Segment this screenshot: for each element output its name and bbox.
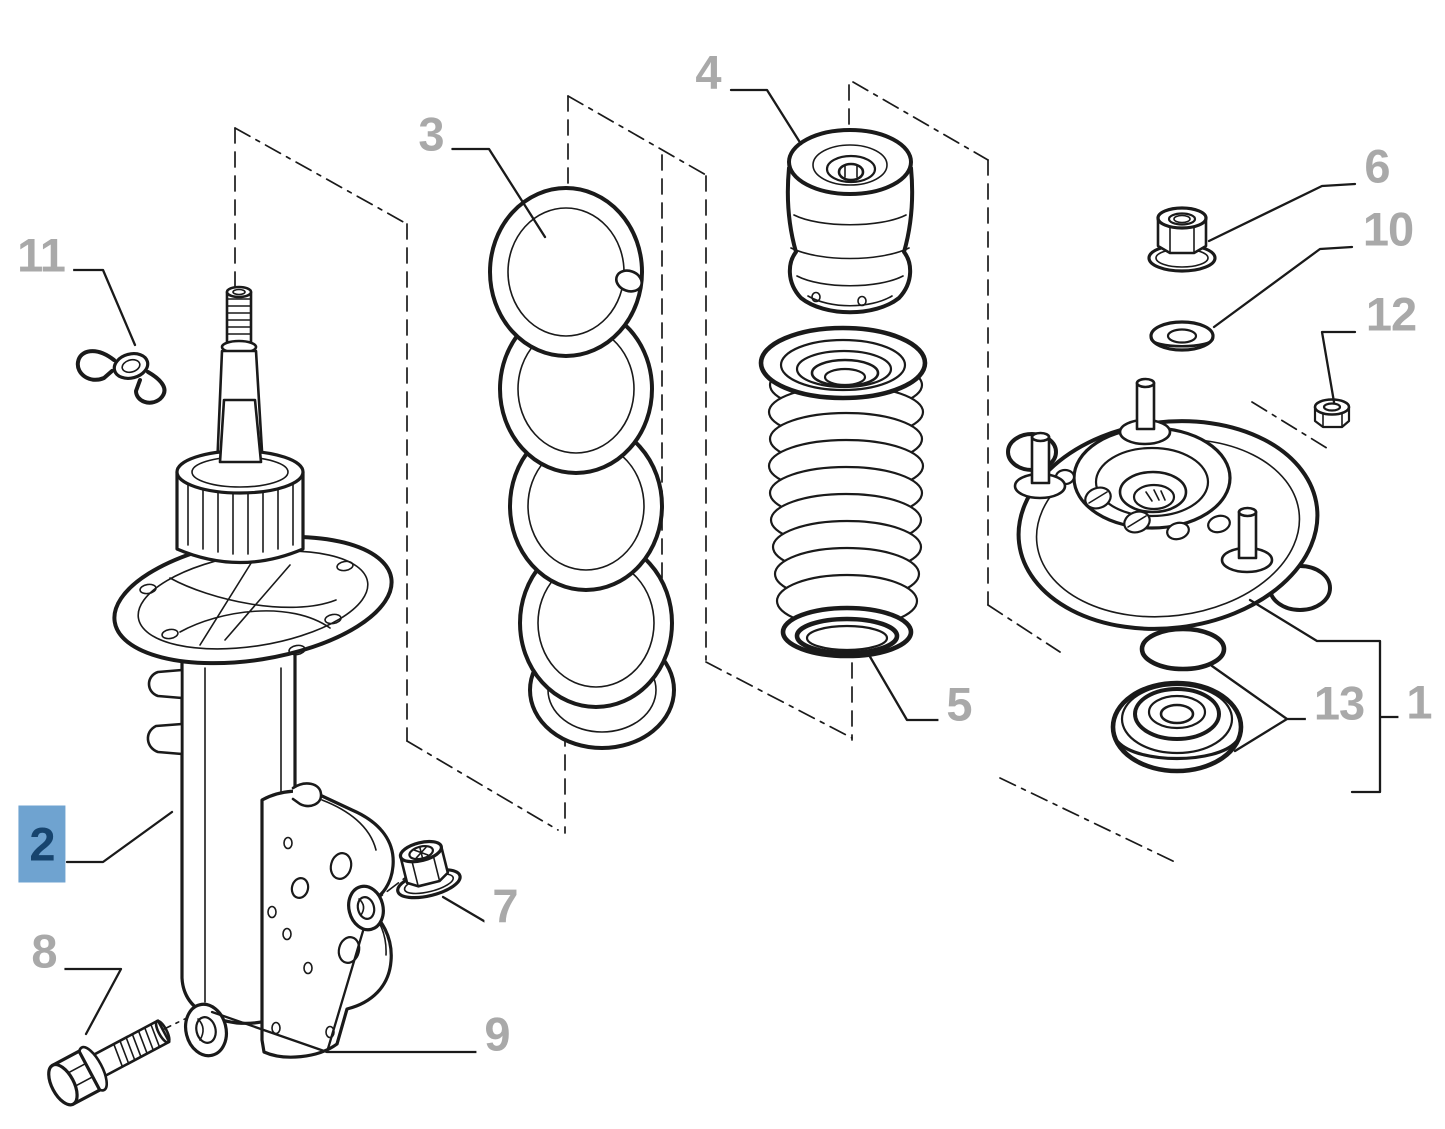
part-washer-lower[interactable] — [180, 1000, 231, 1060]
part-small-nut[interactable] — [1313, 398, 1351, 429]
callout-10[interactable]: 10 — [1354, 203, 1422, 255]
part-washer-upper[interactable] — [344, 883, 388, 934]
callout-5[interactable]: 5 — [938, 678, 980, 730]
part-retaining-clip[interactable] — [75, 349, 167, 405]
callout-6[interactable]: 6 — [1356, 140, 1398, 192]
callout-12[interactable]: 12 — [1357, 288, 1425, 340]
part-dust-boot[interactable] — [758, 325, 928, 659]
callout-2-selected[interactable]: 2 — [18, 805, 66, 883]
part-flange-nut-top[interactable] — [1147, 206, 1217, 273]
callout-13[interactable]: 13 — [1305, 677, 1373, 729]
part-bump-stop[interactable] — [785, 128, 915, 315]
part-bolt[interactable] — [42, 1009, 178, 1111]
part-top-mount[interactable] — [1006, 377, 1332, 646]
callout-leader-lines — [60, 88, 1401, 1054]
part-oring-and-bearing[interactable] — [1110, 626, 1244, 774]
callout-8[interactable]: 8 — [23, 925, 65, 977]
callout-4[interactable]: 4 — [687, 46, 729, 98]
callout-7[interactable]: 7 — [484, 880, 526, 932]
callout-9[interactable]: 9 — [476, 1008, 518, 1060]
assembly-bracket-line — [1248, 598, 1401, 794]
callout-3[interactable]: 3 — [410, 108, 452, 160]
part-coil-spring[interactable] — [488, 186, 676, 750]
callout-1[interactable]: 1 — [1398, 676, 1440, 728]
part-flange-nut-knuckle[interactable] — [388, 835, 463, 903]
callout-11[interactable]: 11 — [9, 229, 73, 281]
part-washer-top[interactable] — [1149, 320, 1215, 352]
